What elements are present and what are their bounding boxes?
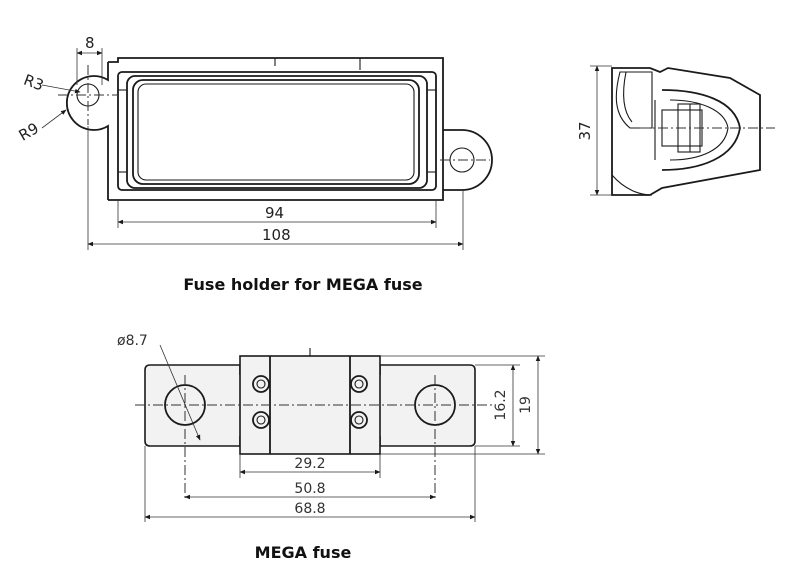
dim-inner-length: 94 <box>265 204 284 222</box>
fuse-holder-top-view <box>58 57 493 201</box>
dim-tab-width: 8 <box>85 34 95 52</box>
dim-inner-width: 16.2 <box>493 389 509 420</box>
dim-body-length: 29.2 <box>294 456 325 472</box>
fuse-dimensions: ø8.7 29.2 50.8 68.8 16.2 19 <box>117 333 545 522</box>
dim-radius-small: R3 <box>21 71 46 95</box>
dim-overall-length: 108 <box>262 226 291 244</box>
dim-hole-diameter: ø8.7 <box>117 333 148 349</box>
holder-dimensions: 8 R3 R9 94 108 <box>16 34 464 250</box>
fuse-holder-side-view <box>611 67 775 196</box>
fuse-caption: MEGA fuse <box>255 543 352 562</box>
dim-fuse-overall-length: 68.8 <box>294 501 325 517</box>
dim-height: 37 <box>576 121 594 140</box>
dim-radius-large: R9 <box>16 119 42 145</box>
mega-fuse-drawing <box>135 348 495 500</box>
holder-side-dimensions: 37 <box>576 65 612 196</box>
dim-hole-pitch: 50.8 <box>294 481 325 497</box>
holder-caption: Fuse holder for MEGA fuse <box>183 275 422 294</box>
dim-overall-width: 19 <box>518 396 534 414</box>
